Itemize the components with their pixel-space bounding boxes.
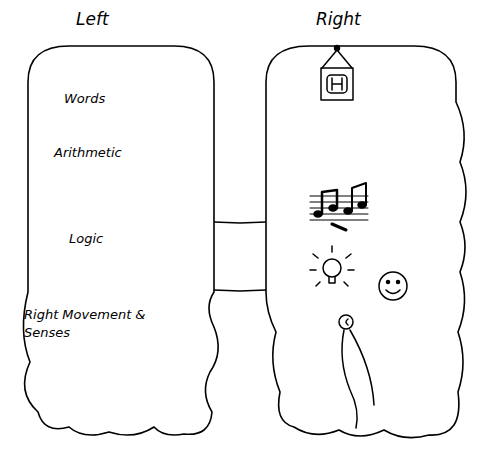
function-label: Right Movement & Senses <box>24 306 154 341</box>
function-label: Logic <box>69 230 103 248</box>
smiley-icon <box>379 272 407 300</box>
hemisphere-heading: Left <box>76 8 109 31</box>
callosum-line <box>214 222 266 223</box>
brain-hemisphere: Right <box>264 42 470 447</box>
picture-icon <box>321 46 353 101</box>
corpus-callosum <box>214 222 266 291</box>
music-icon <box>310 183 368 230</box>
hemisphere-outline-path <box>266 46 466 438</box>
person-icon <box>339 315 374 428</box>
hemisphere-outline <box>264 42 470 447</box>
hemisphere-heading: Right <box>316 8 361 31</box>
lightbulb-icon <box>310 246 354 286</box>
hemisphere-outline-path <box>23 46 218 435</box>
hemisphere-outline <box>14 42 216 442</box>
function-label: Arithmetic <box>54 144 122 162</box>
callosum-line <box>214 290 266 291</box>
function-label: Words <box>64 90 105 108</box>
brain-hemisphere: LeftWordsArithmeticLogicRight Movement &… <box>14 42 216 442</box>
